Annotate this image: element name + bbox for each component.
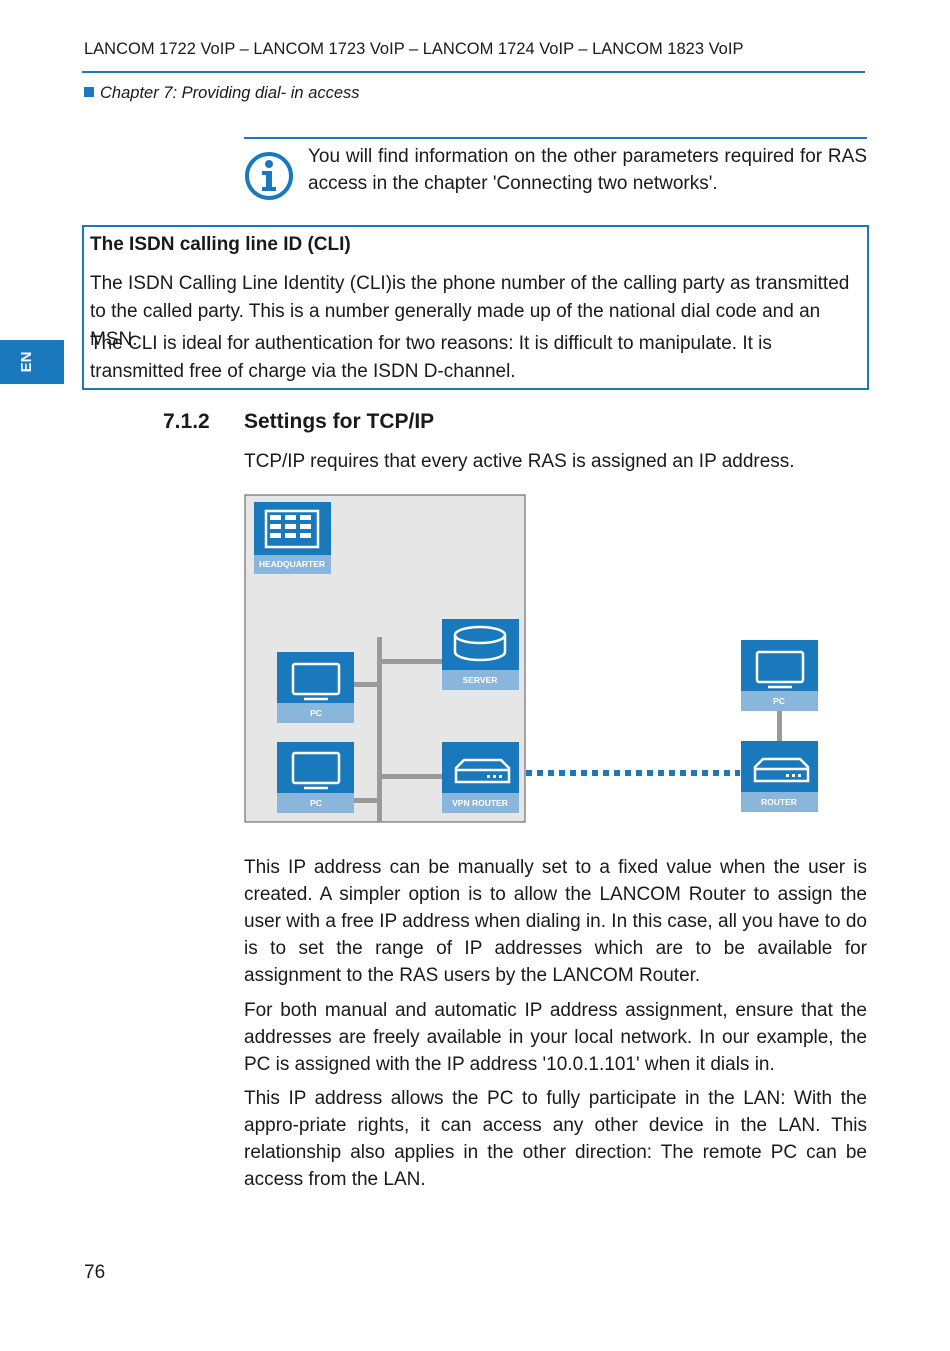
square-bullet-icon <box>84 87 94 97</box>
link-line <box>382 659 442 664</box>
router-icon <box>454 758 511 784</box>
chapter-heading: Chapter 7: Providing dial- in access <box>84 84 360 103</box>
server-node: SERVER <box>442 619 519 690</box>
building-icon <box>264 509 320 549</box>
server-label: SERVER <box>463 675 498 685</box>
pc-node: PC <box>277 652 354 723</box>
headquarter-node: HEADQUARTER <box>254 502 331 574</box>
section-number: 7.1.2 <box>163 410 210 433</box>
page-number: 76 <box>84 1262 106 1283</box>
body-paragraph: This IP address can be manually set to a… <box>244 857 867 986</box>
pc-label: PC <box>310 708 322 718</box>
cli-box-paragraph: The CLI is ideal for authentication for … <box>90 333 772 382</box>
remote-pc-label: PC <box>773 696 785 706</box>
network-diagram: HEADQUARTER SERVER PC PC <box>244 494 818 823</box>
cli-info-box <box>82 225 869 390</box>
monitor-icon <box>755 650 805 689</box>
header-rule <box>82 71 865 73</box>
monitor-icon <box>291 751 341 790</box>
vpn-router-node: VPN ROUTER <box>442 742 519 813</box>
language-tab <box>0 340 64 384</box>
info-rule <box>244 137 867 139</box>
cli-box-title: The ISDN calling line ID (CLI) <box>90 234 351 255</box>
router-label: ROUTER <box>761 797 797 807</box>
section-intro: TCP/IP requires that every active RAS is… <box>244 451 795 472</box>
link-line <box>777 710 782 742</box>
section-title: Settings for TCP/IP <box>244 410 435 433</box>
monitor-icon <box>291 662 341 701</box>
database-icon <box>453 625 507 662</box>
body-paragraph: For both manual and automatic IP address… <box>244 1000 867 1075</box>
cli-box-paragraph: The ISDN Calling Line Identity (CLI)is t… <box>90 273 850 350</box>
link-line <box>354 682 377 687</box>
pc-node: PC <box>277 742 354 813</box>
headquarter-label: HEADQUARTER <box>259 559 325 569</box>
router-icon <box>753 757 810 783</box>
vpn-router-label: VPN ROUTER <box>452 798 508 808</box>
body-paragraph: This IP address allows the PC to fully p… <box>244 1088 867 1190</box>
remote-pc-node: PC <box>741 640 818 711</box>
pc-label: PC <box>310 798 322 808</box>
link-line <box>354 798 377 803</box>
info-note: You will find information on the other p… <box>308 146 867 194</box>
running-header: LANCOM 1722 VoIP – LANCOM 1723 VoIP – LA… <box>84 40 744 58</box>
lan-backbone <box>377 637 382 822</box>
info-icon <box>245 152 293 200</box>
language-tab-label: EN <box>18 351 35 373</box>
router-node: ROUTER <box>741 741 818 812</box>
link-line <box>382 774 442 779</box>
chapter-label: Chapter 7: Providing dial- in access <box>100 84 360 102</box>
